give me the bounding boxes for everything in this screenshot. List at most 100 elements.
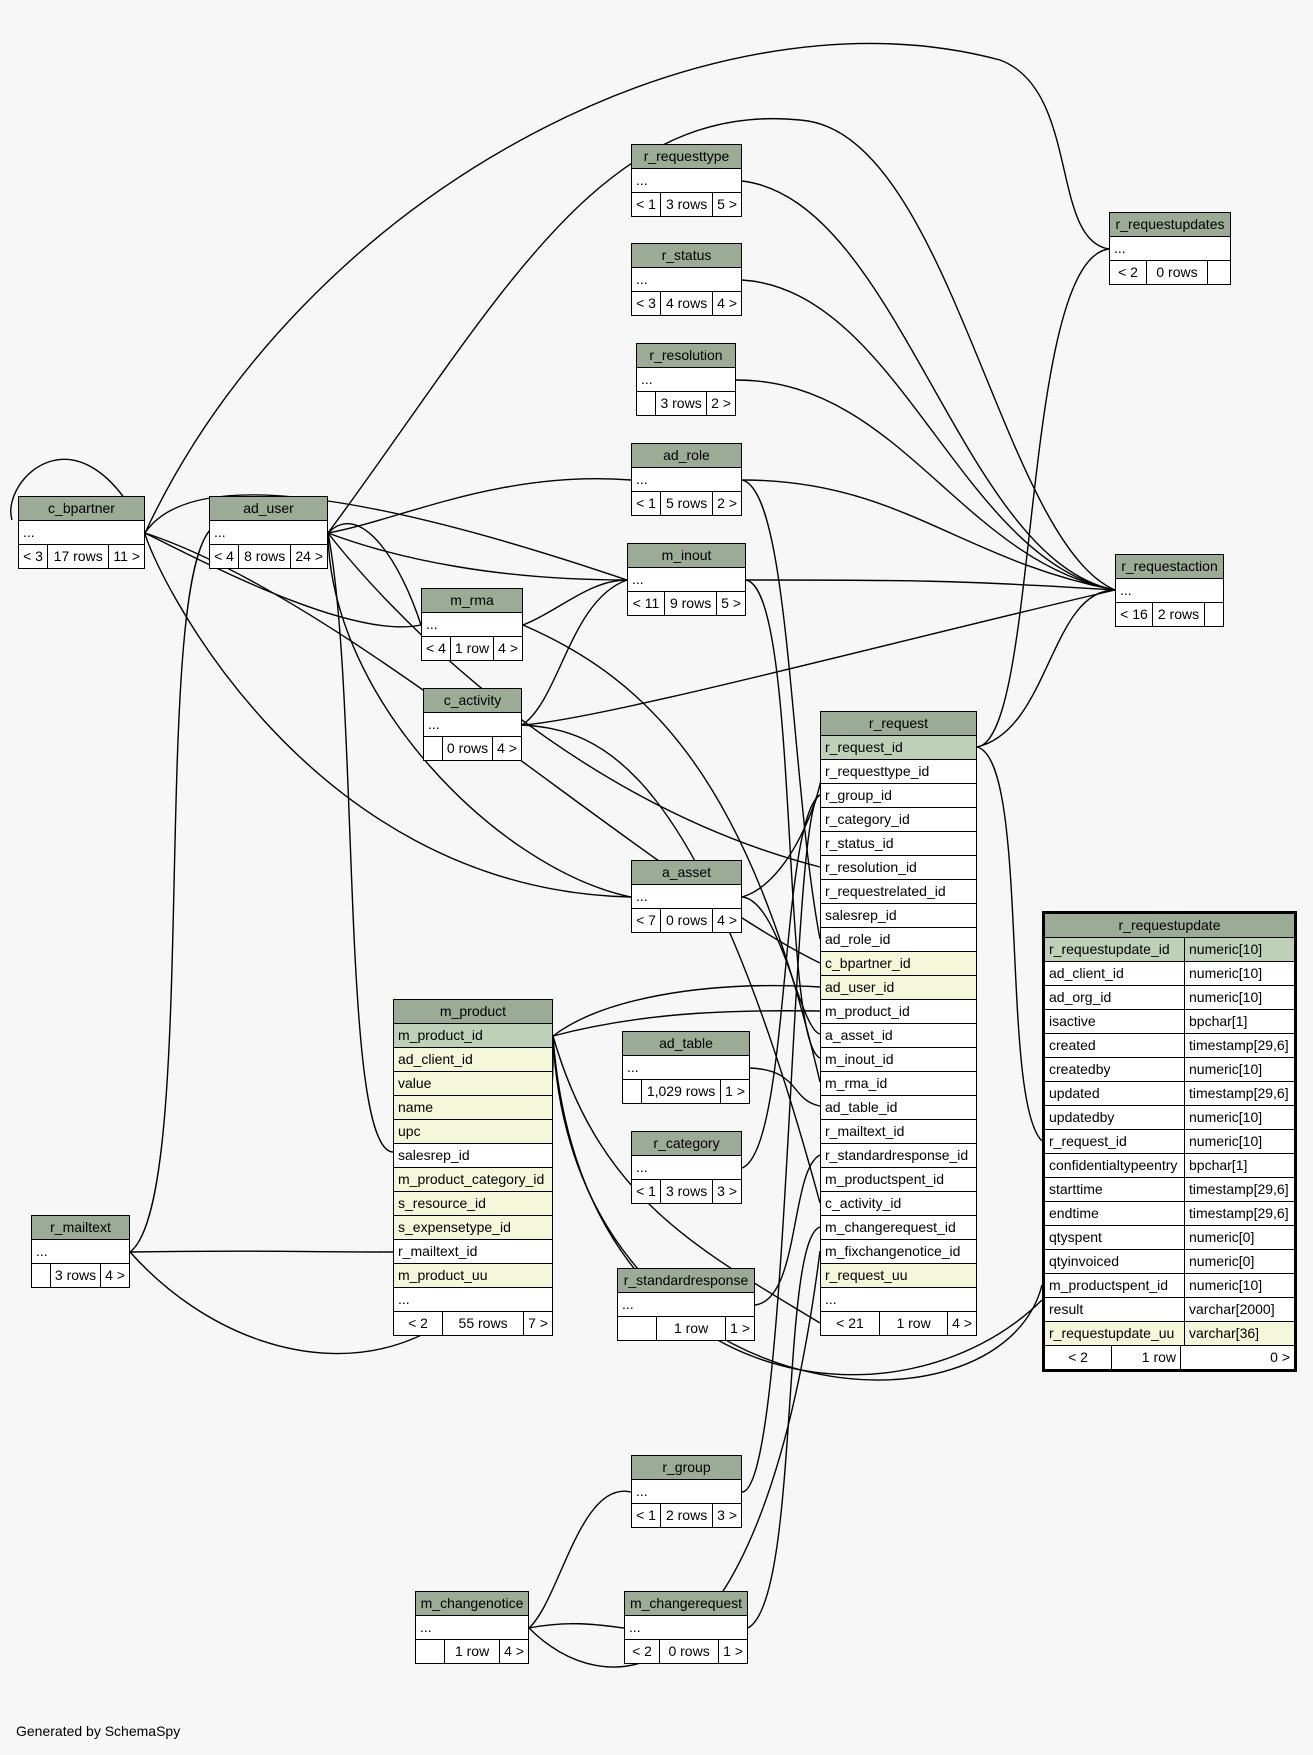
relationship-edge [144,494,628,581]
table-row: ... [632,1480,741,1504]
relationship-edge [976,589,1116,748]
relationship-edge [129,1250,394,1253]
relationship-edge [552,1035,1043,1376]
table-row: ... [424,713,521,737]
table-row: ... [632,268,741,292]
column-ellipsis: ... [821,1288,976,1312]
relationship-edge [741,180,1116,591]
column-ad-role-id: ad_role_id [821,928,976,952]
column-r-standardresponse-id: r_standardresponse_id [821,1144,976,1168]
relationship-edge [327,523,422,626]
relationship-edge [522,579,628,626]
column-ad-table-id: ad_table_id [821,1096,976,1120]
table-header: r_resolution [637,344,735,368]
table-header: ad_table [623,1032,749,1056]
relationship-edge [747,1226,821,1629]
table-header: r_requesttype [632,145,741,169]
table-header: m_rma [422,589,522,613]
generated-by-label: Generated by SchemaSpy [16,1723,181,1739]
column-m-rma-id: m_rma_id [821,1072,976,1096]
column-m-fixchangenotice-id: m_fixchangenotice_id [821,1240,976,1264]
column-c-activity-id: c_activity_id [821,1192,976,1216]
column-m-product-id: m_product_id [821,1000,976,1024]
table-row: ... [632,1156,741,1180]
column-r-group-id: r_group_id [821,784,976,808]
relationship-edge [741,794,821,1493]
column-m-product-uu: m_product_uu [394,1264,552,1288]
column-upc: upc [394,1120,552,1144]
table-r-request[interactable]: r_request r_request_id r_requesttype_id … [820,711,977,1336]
relationship-edge [521,724,821,1204]
table-row: ... [422,613,522,637]
table-header: m_changenotice [416,1592,528,1616]
column-m-inout-id: m_inout_id [821,1048,976,1072]
table-header: r_category [632,1132,741,1156]
table-row: ... [1110,237,1230,261]
relationship-edge [741,896,821,1035]
table-header: r_requestaction [1116,555,1223,579]
relationship-edge [521,589,1116,726]
table-header: r_standardresponse [618,1269,754,1293]
relationship-edge [754,1154,821,1306]
table-header: m_product [394,1000,552,1024]
column-ad-user-id: ad_user_id [821,976,976,1000]
column-salesrep-id: salesrep_id [394,1144,552,1168]
table-row: ... [632,468,741,492]
table-m-product[interactable]: m_product m_product_id ad_client_id valu… [393,999,553,1336]
relationship-edge [327,478,632,534]
table-row: ... [19,521,144,545]
relationship-edge [552,1035,1043,1381]
column-r-resolution-id: r_resolution_id [821,856,976,880]
table-row: ... [625,1616,747,1640]
relationship-edge [521,579,628,726]
table-header: ad_user [210,497,327,521]
column-r-requesttype-id: r_requesttype_id [821,760,976,784]
table-header: c_activity [424,689,521,713]
table-row: ... [632,885,741,909]
relationship-edge [745,579,821,1059]
relationship-edge [528,1490,632,1629]
column-r-request-id: r_request_id [821,736,976,760]
table-header: ad_role [632,444,741,468]
